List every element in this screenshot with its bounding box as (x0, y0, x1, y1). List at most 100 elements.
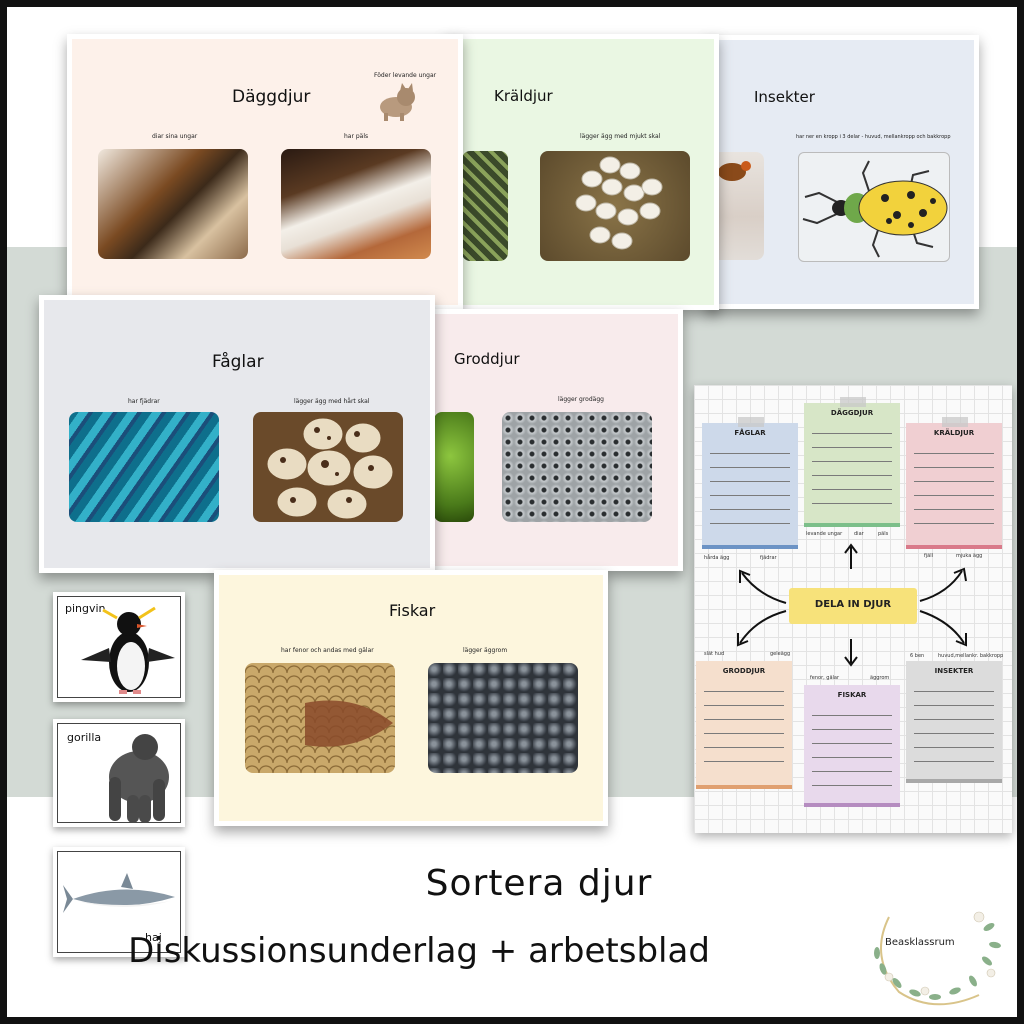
hint-word: mjuka ägg (956, 553, 983, 559)
write-line (704, 705, 784, 706)
note-heading: FISKAR (837, 691, 867, 699)
slide-faglar: Fåglar har fjädrar lägger ägg med hårt s… (39, 295, 435, 573)
hint-word: fjäll (924, 553, 933, 559)
hint-word: slät hud (704, 651, 725, 657)
slide-title: Fiskar (389, 601, 436, 620)
card-border (57, 851, 181, 953)
write-line (812, 743, 892, 744)
write-line (812, 785, 892, 786)
write-line (914, 747, 994, 748)
brand-logo: Beasklassrum (859, 887, 1009, 1017)
slide-daggdjur: Däggdjur Föder levande ungar diar sina u… (67, 34, 463, 310)
worksheet: FÅGLAR DÄGGDJUR KRÄLDJUR hårda ägg fjädr… (694, 385, 1012, 833)
slide-title: Kräldjur (494, 87, 553, 105)
note-heading: KRÄLDJUR (933, 429, 975, 437)
hint-word: päls (878, 531, 889, 537)
roe-photo (428, 663, 578, 773)
note-fiskar: FISKAR (804, 685, 900, 807)
write-line (710, 467, 790, 468)
shark-icon (63, 873, 175, 913)
tape (840, 397, 866, 407)
write-line (914, 691, 994, 692)
write-line (812, 461, 892, 462)
slide-caption: lägger äggrom (463, 647, 508, 654)
slide-caption: har päls (344, 133, 369, 140)
gorilla-icon (109, 734, 169, 823)
slide-groddjur: Groddjur lägger grodägg (415, 309, 683, 571)
write-line (710, 453, 790, 454)
hint-word: diar (854, 531, 864, 537)
tape (738, 417, 764, 427)
tape (942, 417, 968, 427)
hint-word: levande ungar (806, 531, 843, 537)
arrows-diagram (737, 543, 967, 667)
snakeskin-photo (462, 151, 508, 261)
slide-caption: Föder levande ungar (374, 72, 437, 79)
bird-eggs-photo (253, 412, 403, 522)
note-heading: FÅGLAR (734, 429, 766, 437)
note-insekter: INSEKTER (906, 661, 1002, 783)
write-line (812, 475, 892, 476)
slide-caption: har fjädrar (128, 398, 160, 405)
card-gorilla: gorilla (53, 719, 185, 827)
slide-caption: diar sina ungar (152, 133, 198, 140)
write-line (812, 715, 892, 716)
write-line (914, 719, 994, 720)
beetle-photo (798, 152, 950, 262)
write-line (812, 503, 892, 504)
write-line (914, 467, 994, 468)
hint-word: fenor, gälar (810, 675, 840, 681)
write-line (914, 705, 994, 706)
frog-photo (434, 412, 474, 522)
card-pingvin: pingvin (53, 592, 185, 702)
slide-fiskar: Fiskar har fenor och andas med gälar läg… (214, 570, 608, 826)
note-kraldjur: KRÄLDJUR (906, 417, 1002, 549)
write-line (914, 761, 994, 762)
hint-word: huvud,mellankr. bakkropp (938, 653, 1004, 659)
slide-title: Groddjur (454, 350, 520, 368)
hint-word: hårda ägg (704, 555, 730, 561)
write-line (710, 481, 790, 482)
note-heading: DÄGGDJUR (830, 409, 874, 417)
note-heading: INSEKTER (934, 667, 974, 675)
write-line (704, 719, 784, 720)
slide-insekter: Insekter har ner en kropp i 3 delar - hu… (707, 35, 979, 309)
write-line (812, 447, 892, 448)
bee-photo (712, 152, 764, 260)
goats-photo (98, 149, 248, 259)
feathers-photo (69, 412, 219, 522)
card-border (57, 723, 181, 823)
write-line (914, 733, 994, 734)
card-label: gorilla (67, 731, 102, 744)
slide-caption: lägger grodägg (558, 396, 604, 403)
hint-word: äggrom (870, 675, 890, 681)
brand-name: Beasklassrum (885, 937, 955, 948)
note-groddjur: GRODDJUR (696, 661, 792, 789)
slide-caption: lägger ägg med mjukt skal (580, 133, 661, 140)
write-line (710, 509, 790, 510)
slide-caption: har fenor och andas med gälar (281, 647, 374, 654)
product-title: Sortera djur (425, 863, 653, 904)
write-line (914, 523, 994, 524)
write-line (812, 433, 892, 434)
write-line (704, 747, 784, 748)
write-line (812, 729, 892, 730)
write-line (812, 771, 892, 772)
card-label: pingvin (65, 602, 106, 615)
note-daggdjur: DÄGGDJUR (804, 397, 900, 527)
card-haj: haj (53, 847, 185, 957)
write-line (704, 733, 784, 734)
fur-photo (281, 149, 431, 259)
write-line (914, 453, 994, 454)
slide-title: Däggdjur (232, 87, 311, 107)
hint-word: fjädrar (760, 555, 777, 561)
hint-word: geleägg (770, 651, 791, 657)
write-line (914, 495, 994, 496)
write-line (710, 495, 790, 496)
slide-caption: lägger ägg med hårt skal (294, 398, 370, 405)
card-label: haj (145, 931, 162, 944)
kitten-icon (374, 83, 418, 125)
write-line (704, 691, 784, 692)
write-line (710, 523, 790, 524)
